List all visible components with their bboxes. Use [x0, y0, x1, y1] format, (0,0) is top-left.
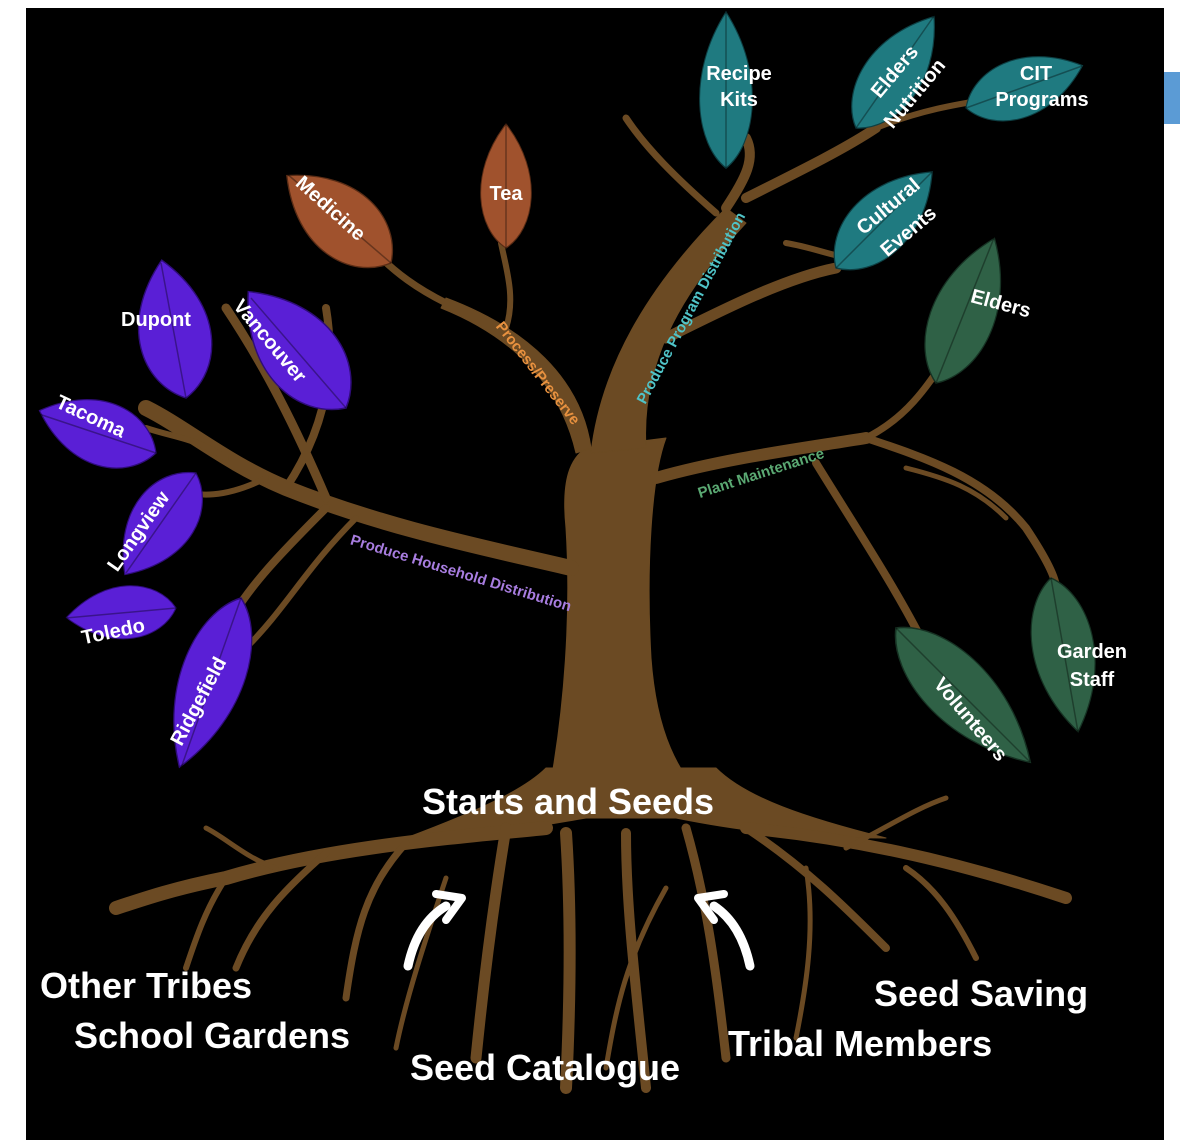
label-garden-staff-1: Garden: [1057, 641, 1127, 663]
accent-tab: [1164, 72, 1180, 124]
label-tribal-members: Tribal Members: [728, 1023, 992, 1064]
label-other-tribes: Other Tribes: [40, 965, 252, 1006]
label-cit-programs-2: Programs: [995, 89, 1088, 111]
label-cit-programs-1: CIT: [1020, 63, 1052, 85]
label-seed-catalogue: Seed Catalogue: [410, 1047, 680, 1088]
label-dupont: Dupont: [121, 309, 191, 331]
label-recipe-kits-2: Kits: [720, 89, 758, 111]
tree-trunk: [406, 208, 886, 838]
tree-diagram: Dupont Vancouver Tacoma Longview Toledo …: [26, 8, 1164, 1140]
label-school-gardens: School Gardens: [74, 1015, 350, 1056]
leaf-vancouver: [219, 267, 375, 432]
label-starts-and-seeds: Starts and Seeds: [422, 781, 714, 822]
label-tea: Tea: [490, 183, 524, 205]
label-garden-staff-2: Staff: [1070, 669, 1115, 691]
label-recipe-kits-1: Recipe: [706, 63, 772, 85]
label-process-preserve: Process/Preserve: [492, 318, 583, 428]
label-seed-saving: Seed Saving: [874, 973, 1088, 1014]
